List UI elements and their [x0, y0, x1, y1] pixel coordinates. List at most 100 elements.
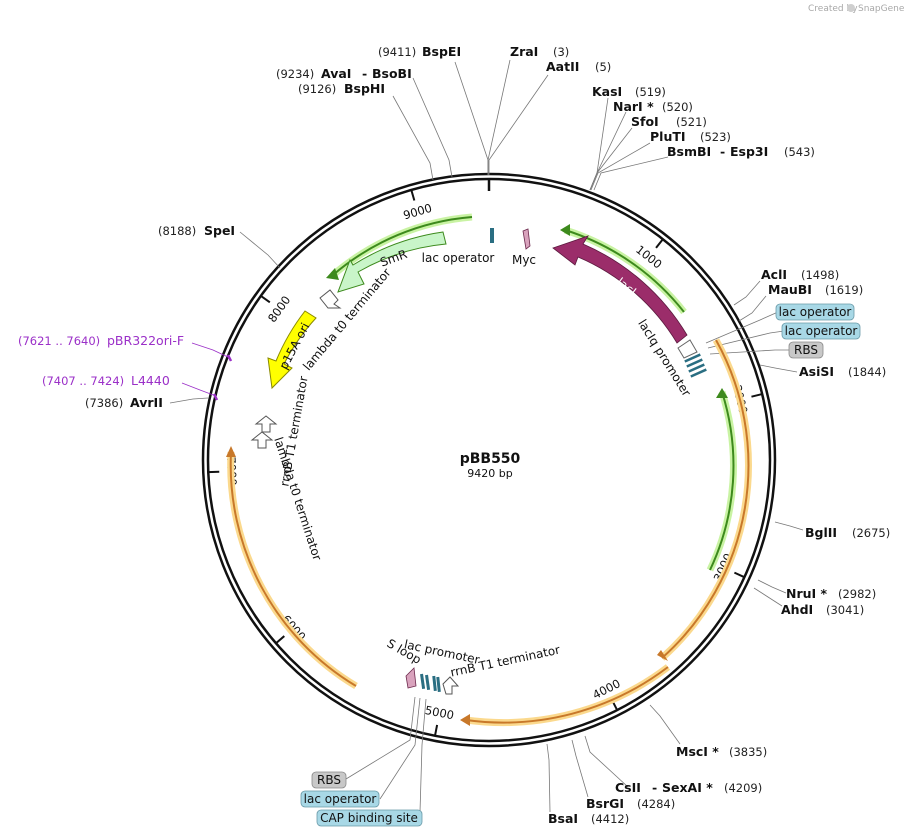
site-bglii-num: (2675) — [852, 526, 890, 540]
site-asisi-name: AsiSI — [799, 364, 834, 379]
Myc-feature-mark — [522, 228, 531, 250]
site-esp3i-name: Esp3I — [730, 144, 768, 159]
connector-bsphi — [392, 95, 434, 181]
connector-lacop1 — [705, 311, 779, 344]
site-bsphi-num: (9126) — [298, 82, 336, 96]
site-nari-name: NarI * — [613, 99, 654, 114]
connector-bsrgi — [571, 739, 589, 798]
green-arcs — [330, 213, 737, 572]
connector-acli — [733, 280, 761, 306]
green-arc-right — [709, 391, 735, 571]
tick-label-8000: 8000 — [265, 293, 293, 325]
connector-pbr322ori — [191, 342, 231, 359]
site-connectors — [169, 59, 804, 813]
site-sexai-name: SexAI * — [662, 780, 713, 795]
site-spei-num: (8188) — [158, 224, 196, 238]
cap-binding-site-box — [316, 809, 423, 827]
lac-operator-box-2 — [781, 322, 861, 340]
site-bspei-num: (9411) — [378, 45, 416, 59]
rbs-box-bottom-label: RBS — [317, 773, 341, 787]
boxed-labels: lac operator lac operator RBS RBS lac op… — [300, 303, 861, 827]
connector-msci — [649, 704, 681, 745]
lac-operator-box-bottom — [300, 790, 380, 808]
primer-pbr322ori-name: pBR322ori-F — [107, 333, 184, 348]
operator-mark-right-2 — [686, 358, 703, 368]
site-msci-num: (3835) — [729, 745, 767, 759]
site-bsobi-name-2: BsoBI — [372, 66, 412, 81]
primer-connectors — [181, 342, 231, 397]
site-avrii-num: (7386) — [85, 396, 123, 410]
site-acli-name: AclI — [761, 267, 787, 282]
green-arc-top — [564, 229, 685, 313]
primer-mark-pbr322ori — [226, 354, 233, 362]
connector-maubi — [738, 295, 767, 322]
tick-mark-9000 — [410, 189, 416, 201]
lac-operator-box-1-label: lac operator — [779, 305, 852, 319]
site-bsobi-name: - — [362, 66, 367, 81]
tick-mark-3000 — [733, 571, 745, 579]
site-maubi-name: MauBI — [768, 282, 812, 297]
site-bspei-name: BspEI — [422, 44, 461, 59]
connector-nrui — [757, 579, 787, 594]
S-loop-feature-mark — [405, 667, 417, 689]
site-sfoi-name: SfoI — [631, 114, 659, 129]
connector-aatii — [488, 74, 549, 175]
p15A-ori-feature-arrow — [267, 310, 317, 390]
lambda-t0-terminator-mark-top — [319, 289, 342, 309]
connector-asisi — [759, 364, 798, 373]
site-bsai-num: (4412) — [591, 812, 629, 826]
tick-label-9000: 9000 — [402, 201, 434, 223]
site-spei-name: SpeI — [204, 223, 235, 238]
operator-mark-right-1 — [684, 353, 701, 363]
cap-binding-site-box-label: CAP binding site — [320, 811, 418, 825]
rrnB-T1-terminator-mark-left — [254, 415, 278, 433]
primer-pbr322ori-range: (7621 .. 7640) — [18, 334, 100, 348]
lac-operator-box-1 — [775, 303, 855, 321]
lambda-t0-label-left: lambda t0 terminator — [271, 435, 324, 562]
lac-operator-label-top: lac operator — [422, 251, 495, 265]
restriction-site-labels: (9411) BspEI ZraI (3) AatII (5) (9234) A… — [85, 44, 890, 826]
green-arrowhead-right — [716, 388, 728, 398]
connector-kasi — [589, 97, 609, 191]
site-zrai-name: ZraI — [510, 44, 538, 59]
lac-operator-box-2-label: lac operator — [785, 324, 858, 338]
SmR-feature-arrow — [337, 231, 447, 293]
plasmid-name: pBB550 — [460, 451, 521, 467]
site-nari-num: (520) — [662, 100, 693, 114]
connector-spei — [239, 231, 281, 269]
connector-sfoi — [589, 127, 633, 191]
operator-mark-bottom-4 — [436, 676, 441, 693]
lacIq-promoter-arrow — [677, 339, 698, 359]
tick-mark-2000 — [751, 393, 763, 398]
plasmid-length: 9420 bp — [467, 467, 512, 480]
site-avai-name: AvaI — [321, 66, 351, 81]
site-kasi-num: (519) — [635, 85, 666, 99]
site-bsrgi-name: BsrGI — [586, 796, 624, 811]
connector-bsmbi — [593, 156, 669, 191]
connector-avai — [412, 77, 453, 178]
connector-lacop-bottom — [379, 697, 421, 800]
site-esp3i-dash: - — [720, 144, 725, 159]
connector-bspei — [454, 61, 489, 175]
connector-rbs-right — [709, 349, 790, 355]
site-maubi-num: (1619) — [825, 283, 863, 297]
rbs-box-right-label: RBS — [794, 343, 818, 357]
site-pluti-name: PluTI — [650, 129, 686, 144]
orf-arcs — [227, 338, 752, 727]
site-nrui-num: (2982) — [838, 587, 876, 601]
tick-label-5000: 5000 — [424, 703, 455, 722]
primer-l4440-name: L4440 — [131, 373, 170, 388]
Myc-label: Myc — [512, 253, 536, 267]
green-arc-left — [332, 216, 473, 276]
connector-cap — [419, 698, 427, 813]
site-bsrgi-num: (4284) — [637, 797, 675, 811]
operator-mark-bottom-3 — [432, 675, 437, 692]
site-ahdi-name: AhdI — [781, 602, 813, 617]
orf-arc-right — [661, 339, 750, 659]
connector-csii — [584, 735, 629, 788]
lacI-feature-arrow — [552, 235, 688, 344]
tick-mark-1000 — [655, 238, 664, 249]
connector-bsai — [546, 743, 551, 813]
primer-l4440-range: (7407 .. 7424) — [42, 374, 124, 388]
